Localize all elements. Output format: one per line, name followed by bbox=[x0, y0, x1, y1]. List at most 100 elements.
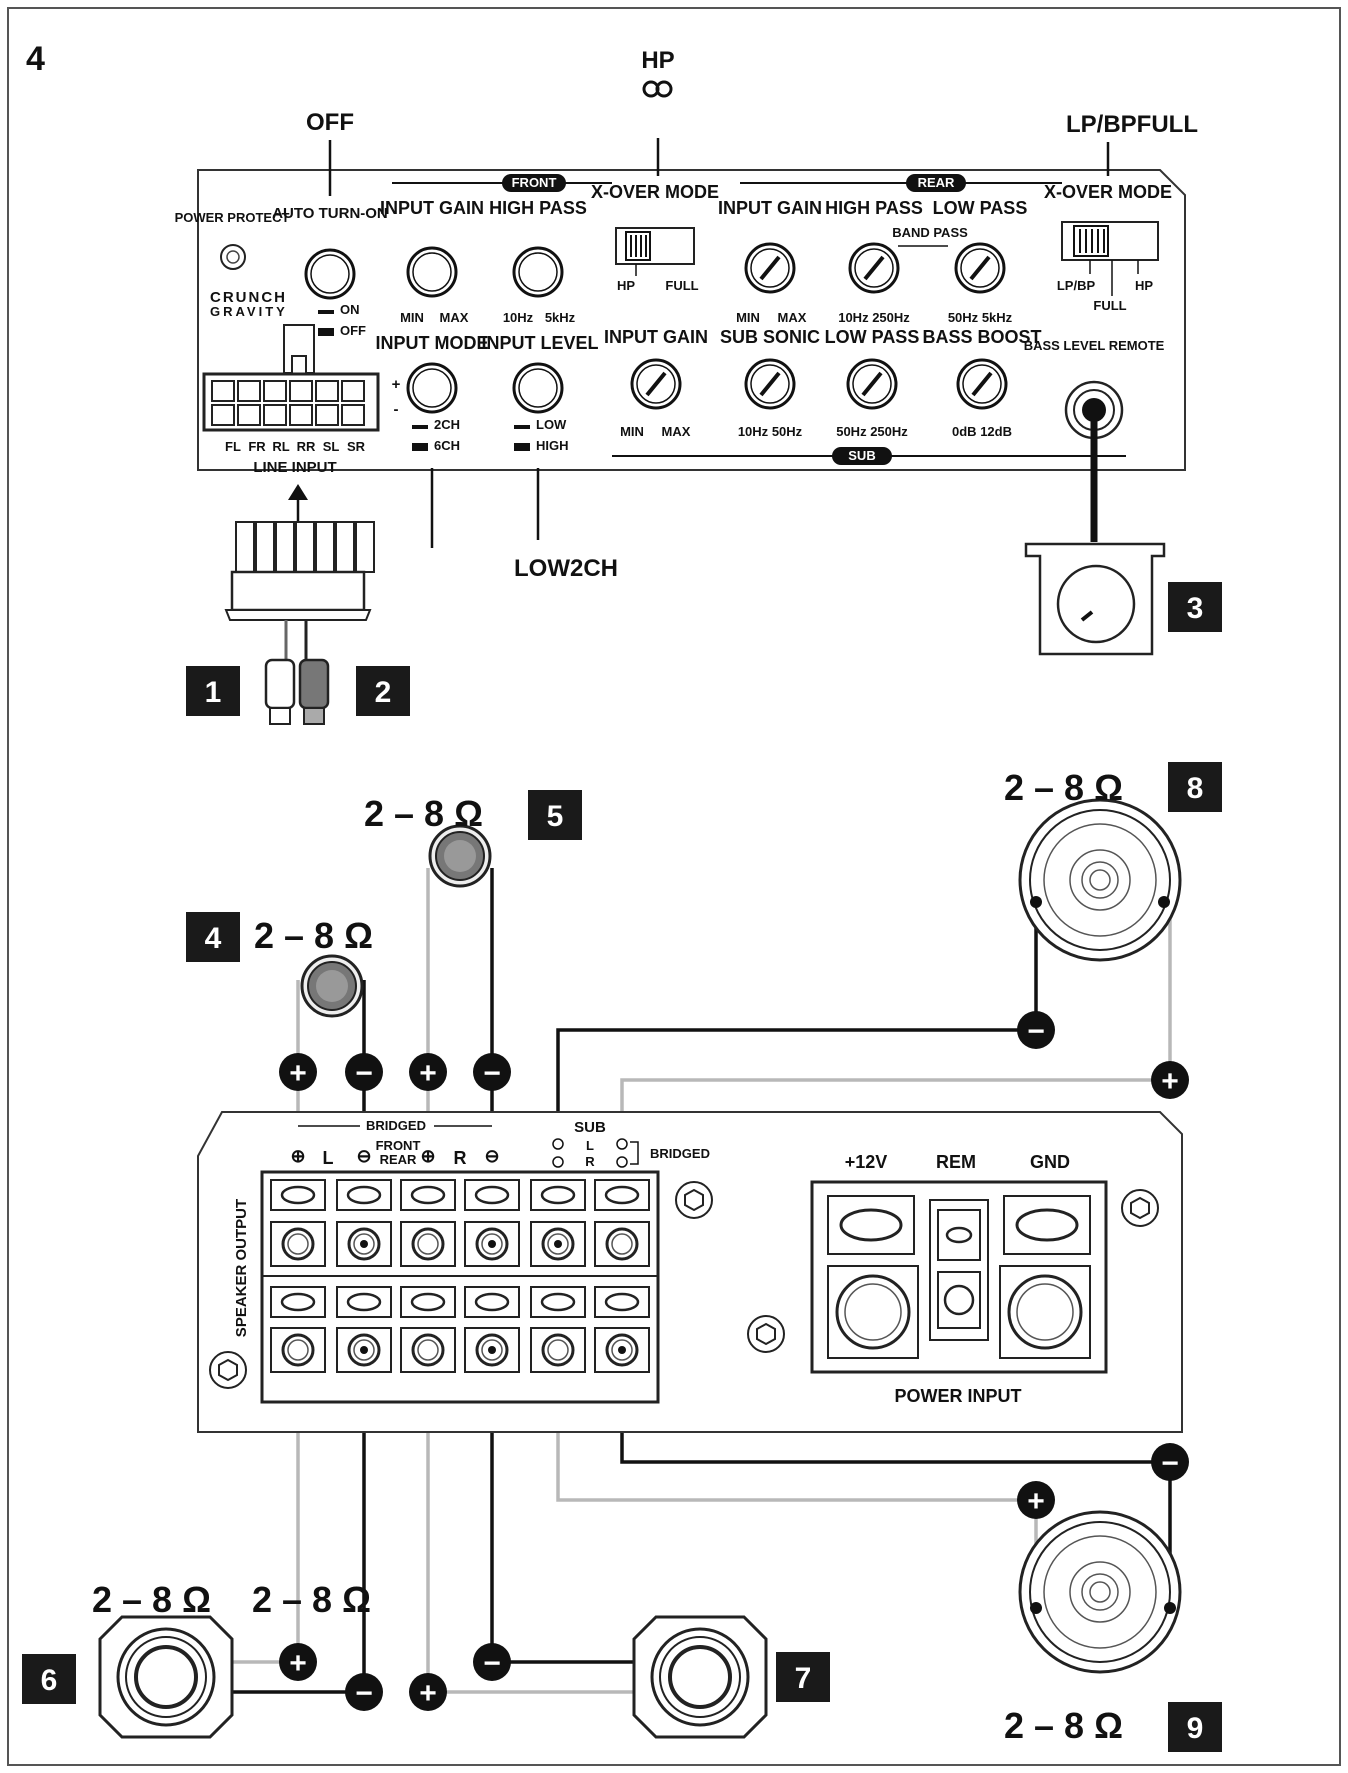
hex-nut-mid-bottom bbox=[747, 1315, 785, 1353]
rear-high-pass-knob[interactable] bbox=[848, 242, 900, 294]
terminal-rear-r-plus[interactable] bbox=[399, 1326, 457, 1374]
input-mode-plus: + bbox=[392, 376, 401, 393]
badge-1: 1 bbox=[186, 666, 240, 716]
level-low-label: LOW bbox=[536, 417, 567, 432]
front-hp-min: 10Hz bbox=[503, 310, 534, 325]
mode-6ch-indicator bbox=[412, 443, 428, 451]
pin bbox=[341, 380, 365, 402]
svg-text:−: − bbox=[355, 1677, 373, 1710]
bass-boost-knob[interactable] bbox=[956, 358, 1008, 410]
svg-text:6: 6 bbox=[41, 1664, 58, 1697]
rear-xover-callout: LP/BPFULL bbox=[1066, 111, 1198, 138]
speaker-7 bbox=[632, 1615, 768, 1739]
rear-pill bbox=[906, 174, 966, 192]
svg-text:3: 3 bbox=[1187, 592, 1204, 625]
svg-text:8: 8 bbox=[1187, 772, 1204, 805]
rear-low-pass-label: LOW PASS bbox=[933, 198, 1028, 218]
rear-xover-lpbp: LP/BP bbox=[1057, 278, 1096, 293]
terminal-front-l-plus[interactable] bbox=[269, 1220, 327, 1268]
rem-screw[interactable] bbox=[945, 1226, 973, 1244]
pin bbox=[237, 380, 261, 402]
figure-number: 4 bbox=[26, 40, 45, 78]
power-input-label: POWER INPUT bbox=[894, 1386, 1021, 1406]
level-high-label: HIGH bbox=[536, 438, 569, 453]
input-level-label: INPUT LEVEL bbox=[481, 333, 598, 353]
plus12v-post[interactable] bbox=[835, 1274, 911, 1350]
rca-plug-white bbox=[264, 658, 296, 710]
remote-knob[interactable] bbox=[1056, 564, 1136, 644]
svg-text:+: + bbox=[1027, 1485, 1045, 1518]
terminal-sub-r-plus[interactable] bbox=[529, 1326, 587, 1374]
plus12v-screw[interactable] bbox=[839, 1208, 903, 1242]
remote-knob-pointer bbox=[1080, 610, 1094, 622]
speaker-5-impedance: 2 – 8 Ω bbox=[364, 793, 483, 834]
svg-text:+: + bbox=[419, 1057, 437, 1090]
s6-plus-marker: + bbox=[279, 1643, 317, 1681]
bass-boost-range: 0dB 12dB bbox=[952, 424, 1012, 439]
channel-fr: FR bbox=[248, 439, 266, 454]
terminal-front-r-plus[interactable] bbox=[399, 1220, 457, 1268]
svg-text:2: 2 bbox=[375, 676, 392, 709]
badge-6: 6 bbox=[22, 1654, 76, 1704]
sub-gain-min: MIN bbox=[620, 424, 644, 439]
speaker-9-impedance: 2 – 8 Ω bbox=[1004, 1705, 1123, 1746]
front-gain-min: MIN bbox=[400, 310, 424, 325]
sub-input-gain-knob[interactable] bbox=[630, 358, 682, 410]
rear-lp-range: 50Hz 5kHz bbox=[948, 310, 1013, 325]
svg-text:+: + bbox=[289, 1647, 307, 1680]
rear-input-gain-knob[interactable] bbox=[744, 242, 796, 294]
front-xover-hp: HP bbox=[617, 278, 635, 293]
on-indicator bbox=[318, 310, 334, 314]
terminal-rear-l-plus[interactable] bbox=[269, 1326, 327, 1374]
bass-level-remote-label: BASS LEVEL REMOTE bbox=[1024, 338, 1165, 353]
off-indicator bbox=[318, 328, 334, 336]
front-high-pass-knob[interactable] bbox=[512, 246, 564, 298]
auto-turn-on-knob[interactable] bbox=[304, 248, 356, 300]
level-low-indicator bbox=[514, 425, 530, 429]
left-channel-label: L bbox=[323, 1148, 334, 1168]
power-panel: SPEAKER OUTPUT BRIDGED ⊕ L ⊖ FRONT REAR … bbox=[197, 1111, 1183, 1433]
pin bbox=[263, 404, 287, 426]
speaker-4-impedance: 2 – 8 Ω bbox=[254, 915, 373, 956]
sub-low-pass-knob[interactable] bbox=[846, 358, 898, 410]
power-protect-label: POWER PROTECT bbox=[175, 210, 290, 225]
right-channel-label: R bbox=[454, 1148, 467, 1168]
badge-5: 5 bbox=[528, 790, 582, 840]
brand-name: CRUNCH bbox=[210, 289, 287, 306]
rear-low-pass-knob[interactable] bbox=[954, 242, 1006, 294]
speaker-6-impedance-a: 2 – 8 Ω bbox=[92, 1579, 211, 1620]
rear-label-power: REAR bbox=[380, 1152, 417, 1167]
mode-6ch-label: 6CH bbox=[434, 438, 460, 453]
svg-text:−: − bbox=[1161, 1447, 1179, 1480]
input-mode-switch[interactable] bbox=[406, 362, 458, 414]
pin bbox=[315, 404, 339, 426]
input-level-switch[interactable] bbox=[512, 362, 564, 414]
hex-nut-left bbox=[209, 1351, 247, 1389]
rear-label: REAR bbox=[918, 175, 955, 190]
sub-pill bbox=[832, 447, 892, 465]
left-plus-marker: ⊕ bbox=[290, 1146, 305, 1166]
front-label: FRONT bbox=[512, 175, 557, 190]
speaker-5-tweeter bbox=[428, 824, 492, 888]
front-input-gain-knob[interactable] bbox=[406, 246, 458, 298]
svg-text:5: 5 bbox=[547, 800, 564, 833]
svg-text:−: − bbox=[1027, 1015, 1045, 1048]
svg-text:−: − bbox=[355, 1057, 373, 1090]
svg-text:1: 1 bbox=[205, 676, 222, 709]
svg-text:−: − bbox=[483, 1057, 501, 1090]
badge-8: 8 bbox=[1168, 762, 1222, 812]
badge-2: 2 bbox=[356, 666, 410, 716]
rem-post[interactable] bbox=[943, 1284, 975, 1316]
rear-high-pass-label: HIGH PASS bbox=[825, 198, 923, 218]
gnd-screw[interactable] bbox=[1015, 1208, 1079, 1242]
svg-text:+: + bbox=[1161, 1065, 1179, 1098]
front-pill bbox=[502, 174, 566, 192]
speaker-6 bbox=[98, 1615, 234, 1739]
input-mode-minus: - bbox=[394, 401, 399, 418]
sub-sonic-knob[interactable] bbox=[744, 358, 796, 410]
sub-gain-max: MAX bbox=[662, 424, 691, 439]
hp-symbol-right bbox=[655, 80, 673, 98]
gnd-post[interactable] bbox=[1007, 1274, 1083, 1350]
terminal-sub-l-plus[interactable] bbox=[593, 1220, 651, 1268]
sub-bridged-label: BRIDGED bbox=[650, 1146, 710, 1161]
